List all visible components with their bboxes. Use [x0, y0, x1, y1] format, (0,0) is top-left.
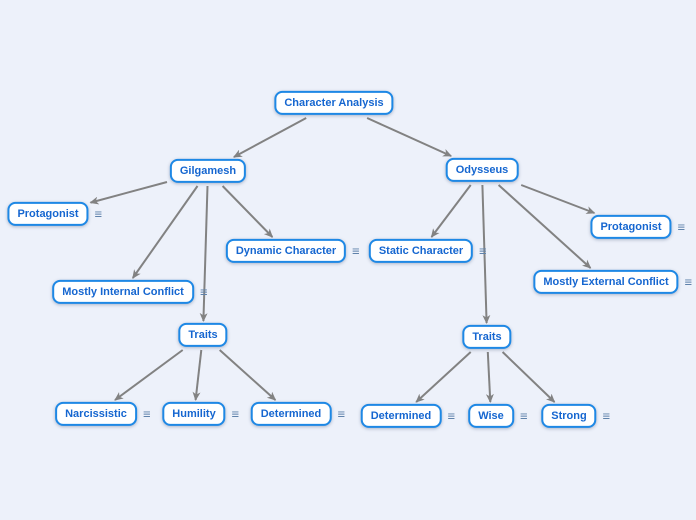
edge-gilgamesh-to-dynamic-character	[221, 185, 274, 238]
node-menu-icon[interactable]: ≡	[447, 408, 456, 424]
node-label: Protagonist	[600, 220, 662, 233]
node-protagonist-left[interactable]: Protagonist	[7, 201, 89, 227]
node-menu-icon[interactable]: ≡	[684, 274, 693, 290]
node-label: Traits	[188, 328, 218, 341]
edge-odysseus-to-mostly-external-conflict	[497, 184, 592, 269]
node-odysseus[interactable]: Odysseus	[445, 157, 519, 183]
node-character-analysis[interactable]: Character Analysis	[274, 90, 394, 116]
edge-odysseus-to-static-character	[430, 184, 472, 238]
edge-traits-right-to-determined-right	[415, 351, 472, 403]
node-protagonist-right[interactable]: Protagonist	[590, 214, 672, 240]
node-menu-icon[interactable]: ≡	[337, 406, 346, 422]
edge-character-analysis-to-gilgamesh	[233, 117, 307, 158]
edge-traits-right-to-wise	[485, 351, 494, 403]
edge-traits-left-to-humility	[192, 349, 203, 401]
node-label: Narcissistic	[65, 407, 127, 420]
node-gilgamesh[interactable]: Gilgamesh	[169, 158, 247, 184]
edge-character-analysis-to-odysseus	[366, 117, 453, 157]
edge-traits-left-to-narcissistic	[114, 349, 184, 401]
node-menu-icon[interactable]: ≡	[479, 243, 487, 259]
edge-traits-left-to-determined-left	[219, 349, 277, 401]
node-label: Strong	[551, 409, 587, 422]
edge-gilgamesh-to-mostly-internal-conflict	[131, 185, 199, 279]
node-menu-icon[interactable]: ≡	[677, 219, 686, 235]
node-label: Traits	[472, 330, 502, 343]
node-label: Mostly External Conflict	[543, 275, 669, 288]
node-label: Determined	[260, 407, 322, 420]
node-label: Mostly Internal Conflict	[62, 285, 184, 298]
node-static-character[interactable]: Static Character	[368, 238, 474, 264]
node-menu-icon[interactable]: ≡	[143, 406, 151, 422]
node-menu-icon[interactable]: ≡	[231, 406, 240, 422]
edge-odysseus-to-traits-right	[481, 184, 491, 324]
node-narcissistic[interactable]: Narcissistic	[55, 401, 137, 427]
node-label: Gilgamesh	[179, 164, 237, 177]
node-label: Wise	[478, 409, 504, 422]
edge-gilgamesh-to-traits-left	[199, 185, 209, 322]
edge-gilgamesh-to-protagonist-left	[89, 181, 168, 205]
node-humility[interactable]: Humility	[162, 401, 226, 427]
node-determined-right[interactable]: Determined	[360, 403, 442, 429]
node-mostly-internal-conflict[interactable]: Mostly Internal Conflict	[52, 279, 194, 305]
node-menu-icon[interactable]: ≡	[352, 243, 360, 259]
node-traits-right[interactable]: Traits	[462, 324, 512, 350]
edge-odysseus-to-protagonist-right	[520, 184, 596, 214]
node-menu-icon[interactable]: ≡	[520, 408, 528, 424]
node-label: Dynamic Character	[235, 244, 337, 257]
node-label: Character Analysis	[284, 96, 384, 109]
edge-traits-right-to-strong	[501, 351, 556, 403]
node-menu-icon[interactable]: ≡	[200, 284, 208, 300]
node-menu-icon[interactable]: ≡	[602, 408, 611, 424]
node-label: Static Character	[378, 244, 464, 257]
node-dynamic-character[interactable]: Dynamic Character	[225, 238, 347, 264]
node-menu-icon[interactable]: ≡	[94, 206, 103, 222]
node-label: Humility	[172, 407, 216, 420]
node-traits-left[interactable]: Traits	[178, 322, 228, 348]
node-determined-left[interactable]: Determined	[250, 401, 332, 427]
node-strong[interactable]: Strong	[541, 403, 597, 429]
node-mostly-external-conflict[interactable]: Mostly External Conflict	[533, 269, 679, 295]
node-wise[interactable]: Wise	[468, 403, 514, 429]
node-label: Protagonist	[17, 207, 79, 220]
node-label: Determined	[370, 409, 432, 422]
node-label: Odysseus	[455, 163, 509, 176]
